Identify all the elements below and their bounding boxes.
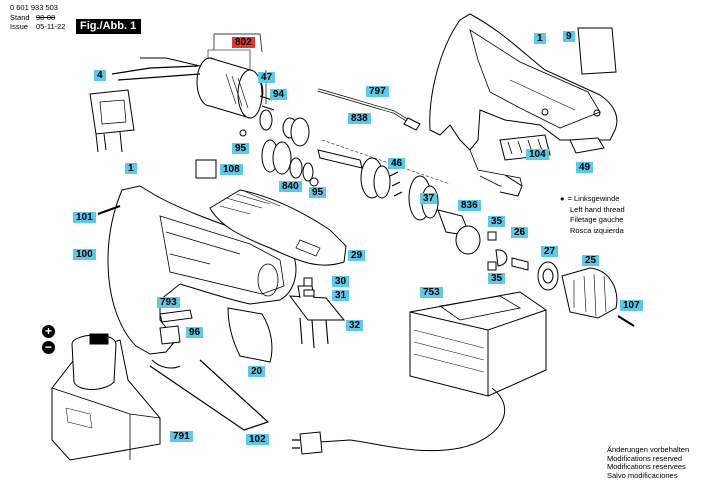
plus-terminal-icon: + — [42, 325, 55, 338]
part-label: 838 — [348, 113, 371, 124]
legend-line: Left hand thread — [570, 204, 625, 214]
part-label: 49 — [576, 162, 594, 173]
part-793 — [159, 309, 193, 323]
part-label: 1 — [125, 163, 137, 174]
drawing-code: 0 601 933 503 — [10, 3, 58, 12]
left-thread-dot-icon: ● — [560, 194, 565, 203]
wire-102 — [149, 359, 270, 431]
part-label: 4 — [94, 70, 106, 81]
footer-line: Modifications reservees — [607, 462, 686, 471]
part-label: 836 — [458, 200, 481, 211]
old-issue-date: 98-08 — [36, 13, 56, 22]
part-label: 37 — [420, 193, 438, 204]
part-label: 26 — [511, 227, 529, 238]
part-label: 29 — [348, 250, 366, 261]
gear-train — [239, 109, 481, 255]
chuck-25 — [495, 249, 635, 327]
part-label: 95 — [309, 187, 327, 198]
motor-802 — [196, 49, 275, 119]
part-label: 47 — [258, 72, 276, 83]
housing-left-half — [107, 185, 297, 369]
part-label: 107 — [620, 300, 643, 311]
part-label: 31 — [332, 290, 350, 301]
cable-797 — [317, 88, 421, 131]
part-49 — [569, 137, 605, 154]
battery-pack-791 — [51, 333, 161, 461]
part-label: 1 — [534, 33, 546, 44]
legend-line: Filetage gauche — [570, 215, 624, 224]
part-label: 20 — [248, 366, 266, 377]
part-label: 46 — [388, 158, 406, 169]
part-label: 32 — [346, 320, 364, 331]
part-label: 840 — [279, 181, 302, 192]
part-label: 791 — [170, 431, 193, 442]
charger-753 — [292, 291, 547, 455]
part-label: 35 — [488, 273, 506, 284]
legend-line: Rosca izquierda — [570, 225, 624, 235]
cover-20 — [227, 307, 273, 363]
part-108 — [195, 159, 217, 179]
part-label: 753 — [420, 287, 443, 298]
screw-101 — [97, 205, 121, 215]
part-label: 9 — [563, 31, 575, 42]
issue-label: Issue — [10, 22, 28, 31]
minus-terminal-icon: − — [42, 341, 55, 354]
part-label: 35 — [488, 216, 506, 227]
part-label: 30 — [332, 276, 350, 287]
stand-label: Stand — [10, 13, 30, 22]
footer-line: Modifications reserved — [607, 453, 683, 463]
housing-right-half — [429, 13, 618, 197]
part-31 — [303, 289, 315, 297]
part-label: 104 — [526, 149, 549, 160]
modifications-notice: Änderungen vorbehalten Modifications res… — [607, 445, 690, 480]
figure-label: Fig./Abb. 1 — [76, 19, 142, 34]
footer-line: Änderungen vorbehalten — [607, 445, 690, 454]
legend-line: = Linksgewinde — [567, 194, 620, 203]
part-4 — [89, 89, 135, 153]
part-label: 95 — [232, 143, 250, 154]
part-label: 101 — [73, 212, 96, 223]
part-label-highlighted: 802 — [232, 37, 255, 48]
part-96 — [159, 325, 181, 345]
part-label: 27 — [541, 246, 559, 257]
part-label: 100 — [73, 249, 96, 260]
footer-line: Salvo modificaciones — [607, 470, 678, 480]
label-plate-9 — [577, 27, 617, 75]
part-label: 793 — [157, 297, 180, 308]
part-label: 96 — [186, 327, 204, 338]
part-label: 797 — [366, 86, 389, 97]
part-label: 108 — [220, 164, 243, 175]
new-issue-date: 05-11-22 — [36, 22, 66, 31]
gear-housing-29 — [209, 189, 347, 266]
part-label: 94 — [270, 89, 288, 100]
part-label: 102 — [246, 434, 269, 445]
part-30 — [303, 277, 313, 287]
part-label: 25 — [582, 255, 600, 266]
thread-legend: ●= Linksgewinde Left hand thread Filetag… — [560, 194, 625, 236]
